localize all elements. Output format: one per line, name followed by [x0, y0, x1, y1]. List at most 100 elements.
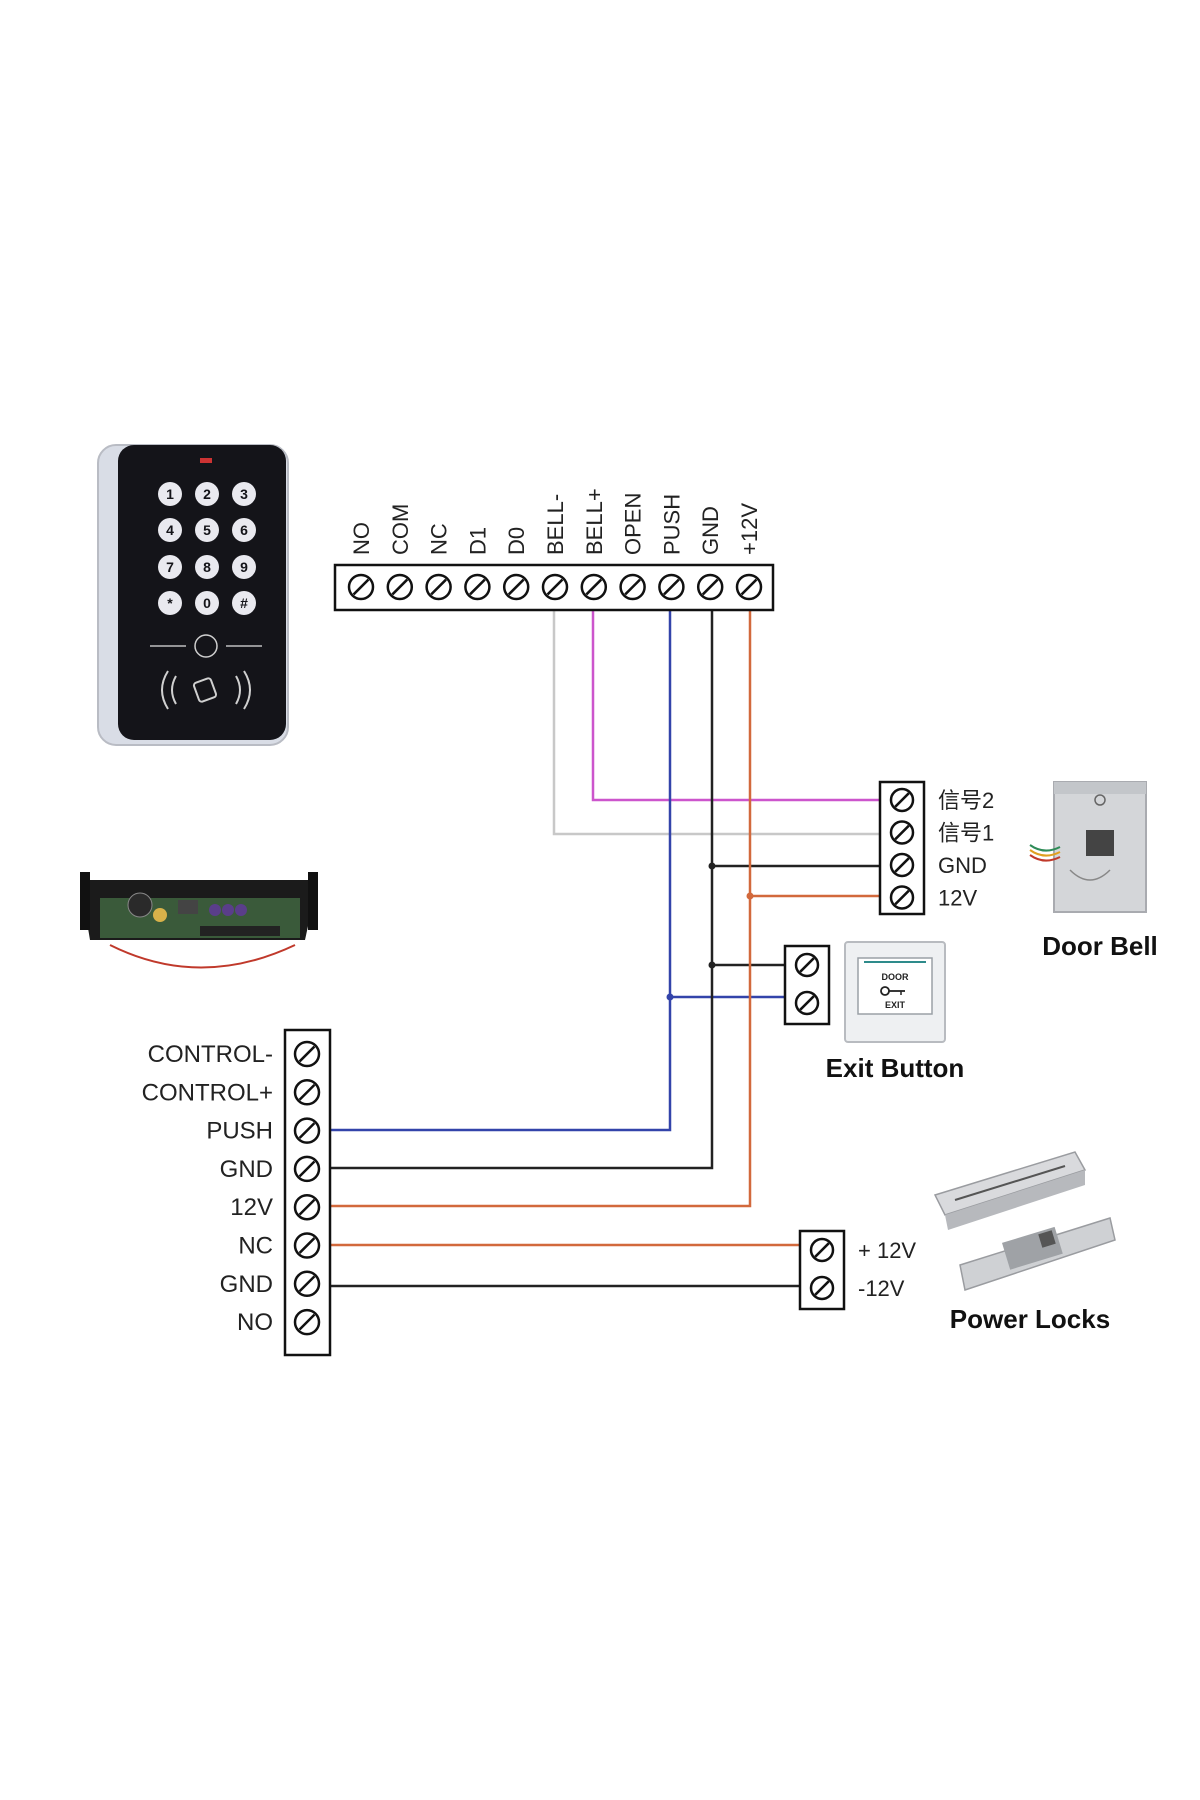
keypad-key: #: [232, 591, 256, 615]
controller-terminal-label: CONTROL-: [148, 1041, 273, 1068]
terminal-screw-icon: [541, 573, 569, 601]
keypad-key-label: 0: [203, 595, 211, 611]
top-terminal-label: OPEN: [621, 493, 646, 555]
terminal-screw-icon: [735, 573, 763, 601]
terminal-screw-icon: [293, 1117, 321, 1144]
terminal-screw-icon: [293, 1155, 321, 1183]
keypad-key-label: *: [167, 595, 173, 611]
wire-bell-plus: [591, 603, 895, 802]
terminal-screw-icon: [386, 573, 414, 601]
keypad-key: 8: [195, 555, 219, 579]
wire-push: [320, 603, 672, 1132]
keypad-key-label: 9: [240, 559, 248, 575]
keypad-key: 0: [195, 591, 219, 615]
terminal-screw-icon: [794, 952, 820, 978]
top-terminal-label: D1: [465, 527, 490, 555]
terminal-screw-icon: [809, 1237, 835, 1263]
doorbell-unit: [1029, 781, 1147, 913]
terminal-screw-icon: [293, 1193, 321, 1221]
keypad-key-label: 1: [166, 486, 174, 502]
terminal-screw-icon: [293, 1232, 321, 1259]
terminal-screw-icon: [889, 885, 915, 910]
keypad-reader: 1 2 3 4 5 6 7 8 9 * 0 #: [97, 444, 289, 746]
terminal-screw-icon: [889, 852, 915, 878]
keypad-key-label: 3: [240, 486, 248, 502]
top-terminal-block: NO COM NC D1 D0 BELL- BELL+ OPEN PUSH GND +12V: [333, 488, 775, 612]
keypad-key-label: 8: [203, 559, 211, 575]
exit-face-bottom: EXIT: [885, 1000, 906, 1010]
terminal-screw-icon: [580, 573, 608, 601]
exit-terminal-block: [783, 944, 831, 1026]
terminal-screw-icon: [658, 573, 685, 601]
terminal-screw-icon: [293, 1079, 321, 1106]
lock-terminal-label: + 12V: [858, 1238, 916, 1263]
top-terminal-label: COM: [388, 504, 413, 555]
wire-power: [320, 603, 752, 1208]
keypad-key: 2: [195, 482, 219, 506]
junction-dot: [708, 961, 716, 969]
terminal-screw-icon: [293, 1308, 321, 1336]
terminal-screw-icon: [696, 573, 724, 601]
junction-dot: [666, 993, 674, 1001]
controller-terminal-label: GND: [220, 1156, 273, 1183]
top-terminal-label: BELL-: [543, 494, 568, 555]
keypad-key: 9: [232, 555, 256, 579]
terminal-screw-icon: [293, 1040, 321, 1068]
keypad-key: 6: [232, 518, 256, 542]
keypad-key-label: 4: [166, 522, 174, 538]
terminal-screw-icon: [464, 573, 491, 601]
keypad-key-label: 6: [240, 522, 248, 538]
top-terminal-label: D0: [504, 527, 529, 555]
terminal-screw-icon: [425, 573, 452, 601]
power-supply-box: [80, 872, 318, 969]
keypad-key-label: 5: [203, 522, 211, 538]
keypad-key: 4: [158, 518, 182, 542]
keypad-key: 7: [158, 555, 182, 579]
terminal-screw-icon: [293, 1270, 321, 1298]
keypad-key: 3: [232, 482, 256, 506]
wires: [320, 603, 895, 1288]
top-terminal-label: +12V: [737, 503, 762, 555]
controller-terminal-label: NC: [238, 1233, 273, 1260]
doorbell-terminal-label: 信号1: [938, 821, 994, 846]
top-terminal-label: GND: [698, 506, 723, 555]
controller-terminal-label: NO: [237, 1309, 273, 1336]
doorbell-terminal-label: 12V: [938, 886, 977, 911]
power-locks-unit: [933, 1151, 1116, 1291]
terminal-screw-icon: [794, 990, 820, 1016]
lock-terminal-block: + 12V -12V: [798, 1229, 916, 1311]
bell-icon: [194, 634, 218, 658]
controller-terminal-label: PUSH: [206, 1118, 273, 1145]
top-terminal-label: PUSH: [659, 494, 684, 555]
exit-button-caption: Exit Button: [826, 1053, 965, 1083]
exit-button-unit: DOOR EXIT: [844, 941, 946, 1043]
terminal-screw-icon: [347, 573, 375, 601]
terminal-screw-icon: [502, 573, 530, 601]
keypad-key-label: 2: [203, 486, 211, 502]
top-terminal-label: NO: [349, 522, 374, 555]
key-icon: [880, 986, 905, 996]
keypad-key: 5: [195, 518, 219, 542]
doorbell-caption: Door Bell: [1042, 931, 1158, 961]
doorbell-terminal-label: 信号2: [938, 788, 994, 813]
junction-dot: [708, 862, 716, 870]
keypad-key: 1: [158, 482, 182, 506]
lock-terminal-label: -12V: [858, 1276, 905, 1301]
keypad-key-label: #: [240, 595, 248, 611]
top-terminal-label: BELL+: [582, 488, 607, 555]
terminal-screw-icon: [619, 573, 646, 601]
doorbell-terminal-label: GND: [938, 853, 987, 878]
wire-bell-minus: [552, 603, 895, 836]
keypad-key: *: [158, 591, 182, 615]
controller-terminal-label: GND: [220, 1271, 273, 1298]
top-terminal-label: NC: [427, 523, 452, 555]
terminal-screw-icon: [809, 1275, 835, 1301]
exit-face-top: DOOR: [882, 972, 910, 982]
power-locks-caption: Power Locks: [950, 1304, 1110, 1334]
junction-dot: [746, 892, 754, 900]
wire-gnd: [320, 603, 714, 1170]
terminal-screw-icon: [889, 820, 915, 845]
